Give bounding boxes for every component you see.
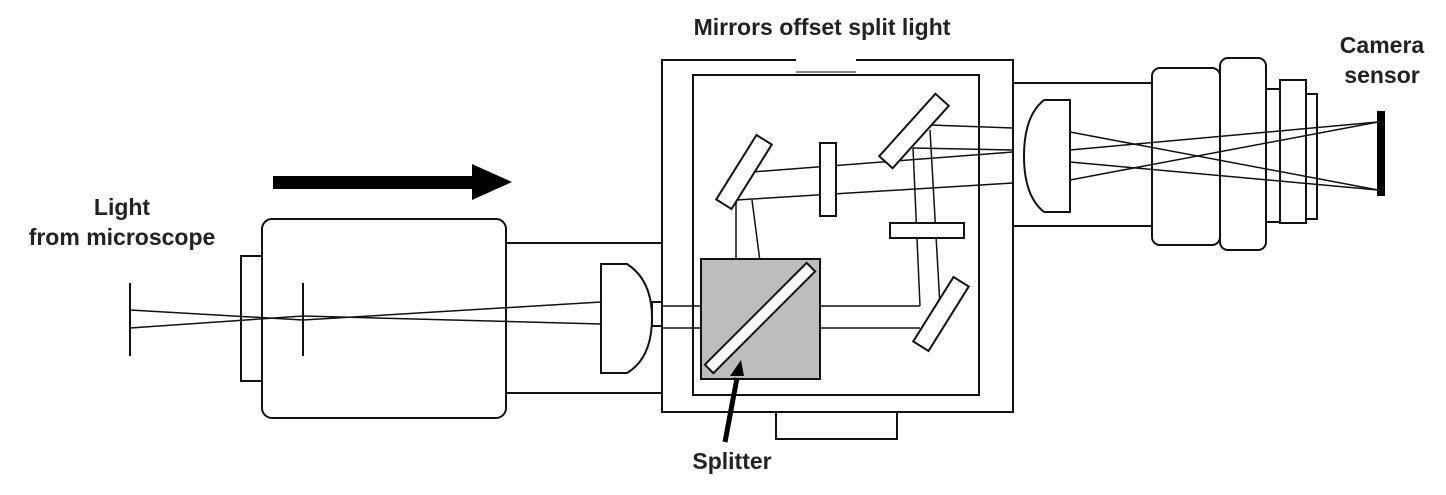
plate-center <box>819 142 837 217</box>
output-rays <box>1069 121 1379 191</box>
label-camera-line1: Camera <box>1339 32 1425 58</box>
camera-sensor <box>1377 111 1385 196</box>
camera-adapter-end <box>1279 79 1307 224</box>
label-light-line1: Light <box>93 194 151 220</box>
camera-adapter-body <box>1151 67 1221 246</box>
input-rays <box>129 301 602 329</box>
output-lens <box>1022 99 1071 213</box>
mirror-top-right <box>877 92 951 170</box>
splitter-pointer-arrow-icon <box>722 360 744 443</box>
mirror-bottom-right <box>911 275 971 353</box>
housing-foot <box>775 411 898 440</box>
camera-adapter-step <box>1265 88 1281 223</box>
label-splitter: Splitter <box>692 448 772 474</box>
label-camera-sensor: Camera sensor <box>1320 30 1444 90</box>
splitter-plate <box>703 261 817 375</box>
plate-horizontal <box>889 222 965 239</box>
camera-adapter-lip <box>1305 93 1318 220</box>
mirror-top-left <box>714 133 774 211</box>
camera-adapter-ring <box>1219 57 1267 251</box>
label-light-line2: from microscope <box>28 224 216 250</box>
direction-arrow-icon <box>273 164 512 200</box>
label-camera-line2: sensor <box>1344 62 1420 88</box>
lens-gap-left <box>651 301 663 327</box>
label-top: Mirrors offset split light <box>693 14 951 40</box>
label-light-source: Light from microscope <box>18 192 226 252</box>
